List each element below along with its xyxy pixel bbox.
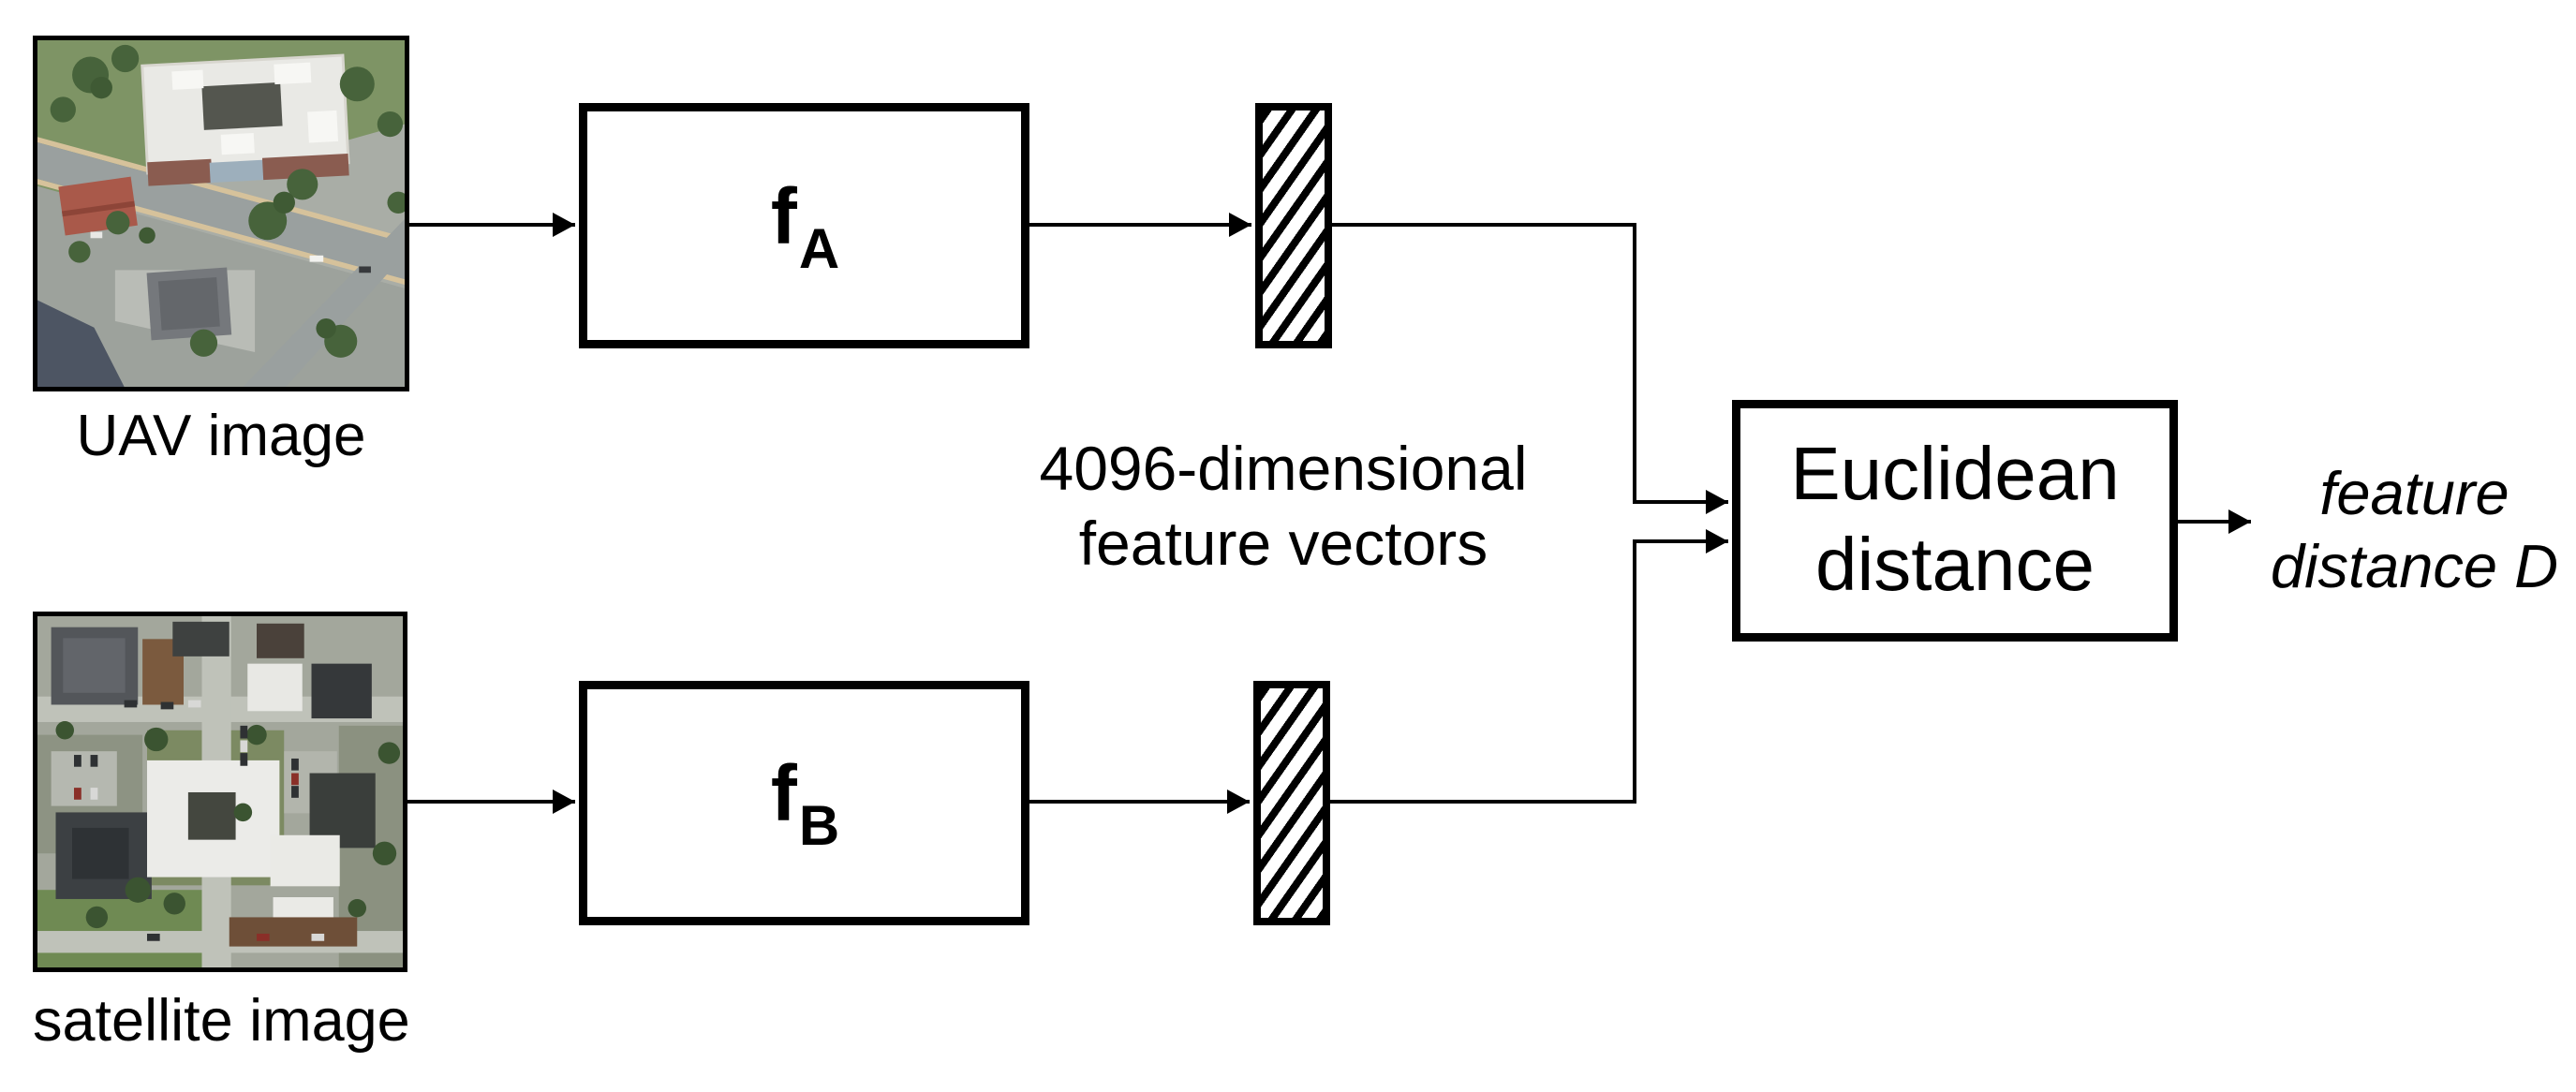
- euclidean-distance-box: Euclidean distance: [1732, 400, 2178, 642]
- encoder-fb-label: fB: [771, 754, 839, 857]
- caption-line-2: feature vectors: [1078, 509, 1488, 578]
- encoder-fb-symbol: f: [770, 749, 797, 837]
- feature-vector-bar-bottom: [1253, 681, 1330, 925]
- feature-vector-bar-top: [1255, 103, 1332, 348]
- encoder-fa-symbol: f: [770, 171, 797, 260]
- encoder-fa-box: fA: [579, 103, 1029, 348]
- uav-image-label: UAV image: [76, 404, 366, 468]
- encoder-fb-box: fB: [579, 681, 1029, 925]
- euclidean-distance-label: Euclidean distance: [1790, 428, 2119, 610]
- distance-line-2: distance: [1815, 523, 2095, 606]
- output-line-2: distance D: [2270, 532, 2559, 600]
- output-line-1: feature: [2319, 459, 2509, 527]
- encoder-fb-subscript: B: [798, 794, 840, 857]
- encoder-fa-label: fA: [771, 177, 839, 280]
- encoder-fa-subscript: A: [798, 216, 840, 280]
- arrow-vector-top-to-distance: [1332, 223, 1728, 514]
- distance-line-1: Euclidean: [1790, 432, 2120, 515]
- satellite-image: [33, 612, 407, 972]
- satellite-photo: [37, 616, 403, 967]
- satellite-image-label: satellite image: [33, 988, 410, 1054]
- feature-vectors-caption: 4096-dimensional feature vectors: [1026, 431, 1541, 581]
- caption-line-1: 4096-dimensional: [1039, 434, 1528, 503]
- output-distance-label: feature distance D: [2234, 457, 2576, 603]
- uav-image: [33, 36, 409, 391]
- arrow-vector-bottom-to-distance: [1330, 529, 1728, 804]
- uav-photo: [37, 40, 405, 387]
